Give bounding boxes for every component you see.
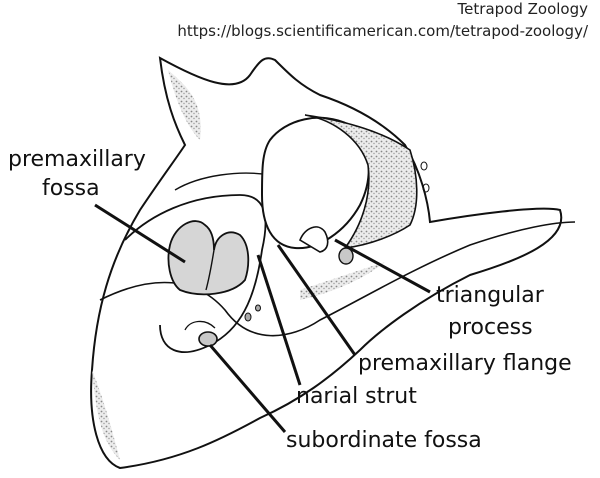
inner-contour-1 xyxy=(124,194,267,353)
credit-site: Tetrapod Zoology xyxy=(457,0,588,18)
foramen-3 xyxy=(420,161,428,171)
foramen-4 xyxy=(422,183,430,193)
stipple-maxilla xyxy=(300,262,385,300)
triangular-process-pit xyxy=(338,247,354,265)
leader-premaxillary-fossa xyxy=(94,203,186,264)
subordinate-fossa-rim xyxy=(184,320,216,331)
credit-url: https://blogs.scientificamerican.com/tet… xyxy=(177,22,588,40)
foramen-2 xyxy=(255,304,261,312)
leader-narial-strut xyxy=(256,254,302,386)
label-narial-strut: narial strut xyxy=(296,384,417,409)
stipple-lower xyxy=(92,370,120,460)
foramen-1 xyxy=(244,312,252,322)
leader-triangular-process xyxy=(334,238,431,294)
inner-contour-3 xyxy=(174,172,271,191)
label-premaxillary-fossa-line2: fossa xyxy=(42,176,100,201)
triangular-process-shape xyxy=(298,226,329,253)
stipple-upper xyxy=(168,70,201,140)
leader-premaxillary-flange xyxy=(276,244,357,356)
label-triangular-process-line1: triangular xyxy=(436,283,544,308)
skull-outline xyxy=(90,56,563,470)
subordinate-fossa-shape xyxy=(198,331,218,347)
label-premaxillary-fossa-line1: premaxillary xyxy=(8,147,146,172)
label-premaxillary-flange: premaxillary flange xyxy=(358,351,572,376)
premaxillary-fossa-shape xyxy=(167,220,250,296)
label-triangular-process-line2: process xyxy=(448,315,533,340)
leader-subordinate-fossa xyxy=(208,344,287,433)
fossa-divider xyxy=(205,249,215,291)
label-subordinate-fossa: subordinate fossa xyxy=(286,428,482,453)
orbit-stipple xyxy=(304,114,418,250)
